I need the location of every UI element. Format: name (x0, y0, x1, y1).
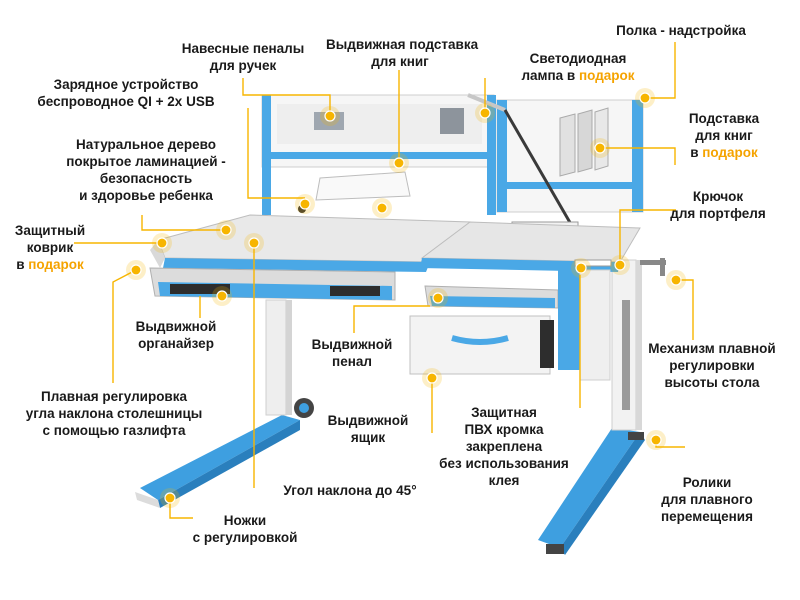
label-charger: Зарядное устройство беспроводное QI + 2x… (37, 77, 215, 109)
marker-legs (160, 488, 180, 508)
label-natural-wood: Натуральное дерево покрытое ламинацией -… (66, 137, 226, 203)
book-holder-icon (559, 107, 609, 177)
pen-cup-icon (440, 108, 464, 134)
left-desktop (150, 205, 472, 272)
label-hook: Крючок для портфеля (670, 189, 766, 221)
book-stand-pre: в (690, 145, 703, 160)
gift-highlight: подарок (28, 257, 84, 272)
marker-desk-center (372, 198, 392, 218)
marker-book-stand-pull (389, 153, 409, 173)
marker-drawer (422, 368, 442, 388)
book-stand-icon (315, 171, 411, 201)
label-wheels: Ролики для плавного перемещения (661, 475, 753, 524)
marker-hook (610, 255, 630, 275)
box-drawer (409, 315, 554, 375)
marker-organizer (212, 286, 232, 306)
label-mat: Защитный коврик в подарок (14, 223, 86, 272)
gift-highlight: подарок (702, 145, 758, 160)
marker-mat-2 (244, 233, 264, 253)
organizer-drawer (149, 267, 396, 301)
marker-book-stand (590, 138, 610, 158)
marker-height-mech (666, 270, 686, 290)
right-column (611, 258, 666, 431)
height-crank-icon (640, 258, 666, 276)
desk-illustration (135, 93, 666, 555)
label-tilt-angle: Угол наклона до 45° (283, 483, 417, 498)
label-led-lamp: Светодиодная лампа в подарок (521, 51, 635, 83)
marker-desk-edge (571, 258, 591, 278)
left-foot (135, 415, 300, 508)
marker-mat (152, 233, 172, 253)
label-height-mech: Механизм плавной регулировки высоты стол… (648, 341, 776, 390)
marker-pen-cases (320, 106, 340, 126)
gift-highlight: подарок (578, 68, 635, 83)
label-book-stand-pull: Выдвижная подставка для книг (326, 37, 479, 69)
label-drawer: Выдвижной ящик (327, 413, 409, 445)
drawer-handle-icon (451, 335, 509, 345)
left-column (265, 299, 314, 418)
marker-pencil-case (428, 288, 448, 308)
marker-top-shelf (635, 88, 655, 108)
marker-natural-wood (216, 220, 236, 240)
marker-tilt (126, 260, 146, 280)
marker-wheels (646, 430, 666, 450)
left-hutch (261, 94, 496, 215)
led-lamp-pre: лампа в (521, 68, 579, 83)
label-organizer: Выдвижной органайзер (135, 319, 217, 351)
right-hutch (496, 99, 644, 213)
label-pvc-edge: Защитная ПВХ кромка закреплена без испол… (439, 405, 569, 488)
right-cabinet (558, 269, 611, 381)
marker-charger (295, 194, 315, 214)
right-desktop (420, 221, 641, 272)
marker-led-lamp (475, 103, 495, 123)
label-pen-cases: Навесные пеналы для ручек (181, 41, 305, 73)
label-tilt-adjust: Плавная регулировка угла наклона столешн… (25, 389, 203, 438)
label-legs: Ножки с регулировкой (192, 513, 298, 545)
label-top-shelf: Полка - надстройка (616, 23, 746, 38)
pencil-drawer (424, 285, 559, 309)
label-pencil-case: Выдвижной пенал (311, 337, 393, 369)
label-book-stand: Подставка для книг в подарок (688, 111, 760, 160)
right-foot (538, 428, 645, 555)
mat-pre: в (16, 257, 29, 272)
dot-markers (126, 88, 686, 508)
